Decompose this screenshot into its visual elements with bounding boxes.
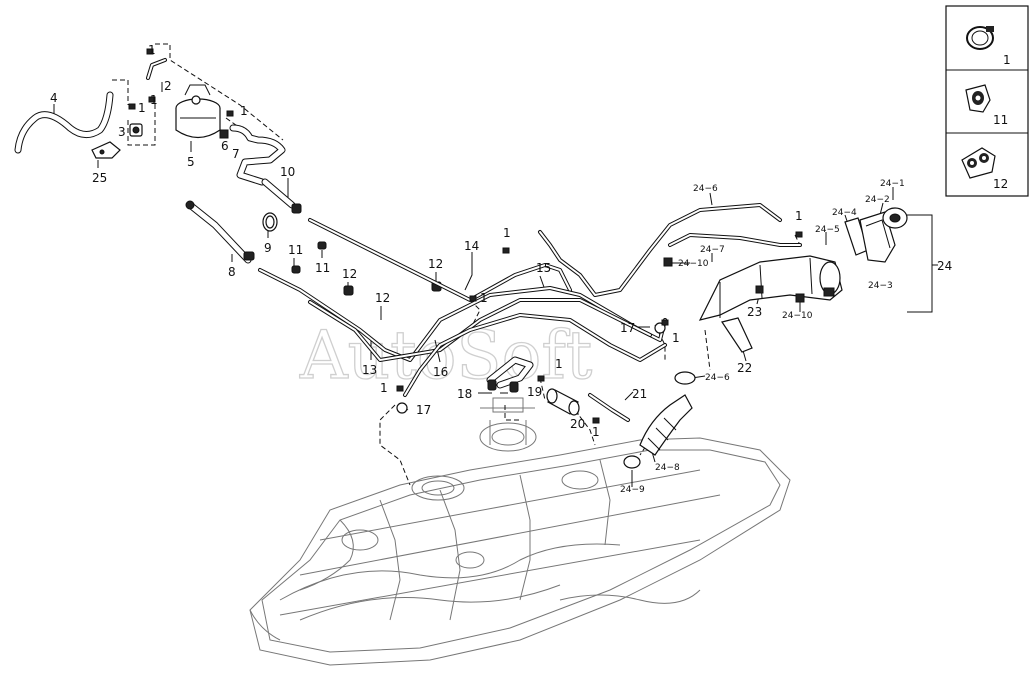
callout-14: 14 — [464, 239, 479, 253]
callout-24-6: 24−6 — [693, 184, 718, 194]
part-17-clips — [396, 322, 666, 414]
callout-4: 4 — [50, 91, 58, 105]
callout-1: 1 — [672, 331, 680, 345]
callout-1: 1 — [480, 291, 488, 305]
callout-12: 12 — [375, 291, 390, 305]
callout-6: 6 — [221, 139, 229, 153]
callout-11: 11 — [315, 261, 330, 275]
double-pipe-clip-icon — [961, 147, 996, 179]
callout-7: 7 — [232, 147, 240, 161]
callout-24-1: 24−1 — [880, 179, 905, 189]
callout-24-6-lower: 24−6 — [705, 373, 730, 383]
callout-24-2: 24−2 — [865, 195, 890, 205]
callout-24-10: 24−10 — [782, 311, 813, 321]
part-25-bracket — [91, 141, 121, 159]
part-11-clips — [291, 241, 327, 274]
callout-1: 1 — [555, 357, 563, 371]
part-21-hose — [588, 393, 630, 422]
callout-12: 12 — [342, 267, 357, 281]
part-7-hose — [229, 124, 286, 186]
callout-9: 9 — [264, 241, 272, 255]
callout-17: 17 — [620, 321, 635, 335]
part-24-10-clips — [663, 257, 805, 303]
callout-21: 21 — [632, 387, 647, 401]
part-6-connector — [219, 129, 229, 139]
part-5-canister — [175, 84, 221, 139]
callout-24-7: 24−7 — [700, 245, 725, 255]
part-12-clips — [343, 281, 442, 296]
legend-label-1: 1 — [1003, 53, 1011, 67]
callout-24-4: 24−4 — [832, 208, 857, 218]
callout-2: 2 — [164, 79, 172, 93]
part-9-ring — [262, 212, 278, 232]
fuel-lines — [258, 203, 802, 397]
callout-25: 25 — [92, 171, 107, 185]
callout-24-8: 24−8 — [655, 463, 680, 473]
legend-panel: 1 11 12 — [945, 5, 1029, 197]
callout-1: 1 — [148, 43, 156, 57]
legend-label-11: 11 — [993, 113, 1008, 127]
callout-24-9: 24−9 — [620, 485, 645, 495]
part-20-fuel-filter — [546, 388, 580, 416]
callout-24: 24 — [937, 259, 952, 273]
watermark: AutoSoft — [299, 317, 592, 394]
callout-1: 1 — [138, 101, 146, 115]
callout-24-5: 24−5 — [815, 225, 840, 235]
part-1-small-clamps — [128, 48, 803, 424]
part-24-9-clamp — [623, 455, 641, 469]
part-24-5-filler-neck — [698, 255, 843, 321]
part-24-1-fuel-cap — [882, 207, 908, 229]
callout-1: 1 — [240, 104, 248, 118]
part-24-6-clamp — [674, 371, 696, 385]
part-4-vent-hose — [14, 91, 114, 154]
callout-10: 10 — [280, 165, 295, 179]
callout-24-10: 24−10 — [678, 259, 709, 269]
part-22-bracket — [721, 317, 753, 353]
callout-13: 13 — [362, 363, 377, 377]
callout-3: 3 — [118, 125, 126, 139]
fuel-tank — [249, 397, 791, 666]
callout-11: 11 — [288, 243, 303, 257]
legend-label-12: 12 — [993, 177, 1008, 191]
callout-23: 23 — [747, 305, 762, 319]
callout-1: 1 — [795, 209, 803, 223]
part-2-hose — [146, 58, 167, 80]
callout-labels: 1 2 4 1 1 1 3 6 7 5 25 10 9 8 11 11 12 1… — [50, 43, 952, 495]
callout-19: 19 — [527, 385, 542, 399]
part-24-8-filler-hose — [639, 394, 693, 456]
callout-1: 1 — [150, 93, 158, 107]
part-3-check-valve — [129, 123, 143, 137]
callout-16: 16 — [433, 365, 448, 379]
callout-12-top: 12 — [428, 257, 443, 271]
pipe-clip-icon — [965, 84, 991, 113]
part-8-hose — [185, 200, 255, 264]
callout-5: 5 — [187, 155, 195, 169]
callout-17: 17 — [416, 403, 431, 417]
callout-22: 22 — [737, 361, 752, 375]
callout-18: 18 — [457, 387, 472, 401]
callout-8: 8 — [228, 265, 236, 279]
part-10-hose-end — [261, 178, 302, 214]
callout-20: 20 — [570, 417, 585, 431]
callout-24-3: 24−3 — [868, 281, 893, 291]
part-23-clip — [755, 285, 764, 294]
part-18-19-junction — [486, 356, 534, 393]
hose-clamp-icon — [966, 26, 994, 50]
callout-1: 1 — [380, 381, 388, 395]
callout-15: 15 — [536, 261, 551, 275]
callout-1: 1 — [592, 425, 600, 439]
callout-1: 1 — [503, 226, 511, 240]
